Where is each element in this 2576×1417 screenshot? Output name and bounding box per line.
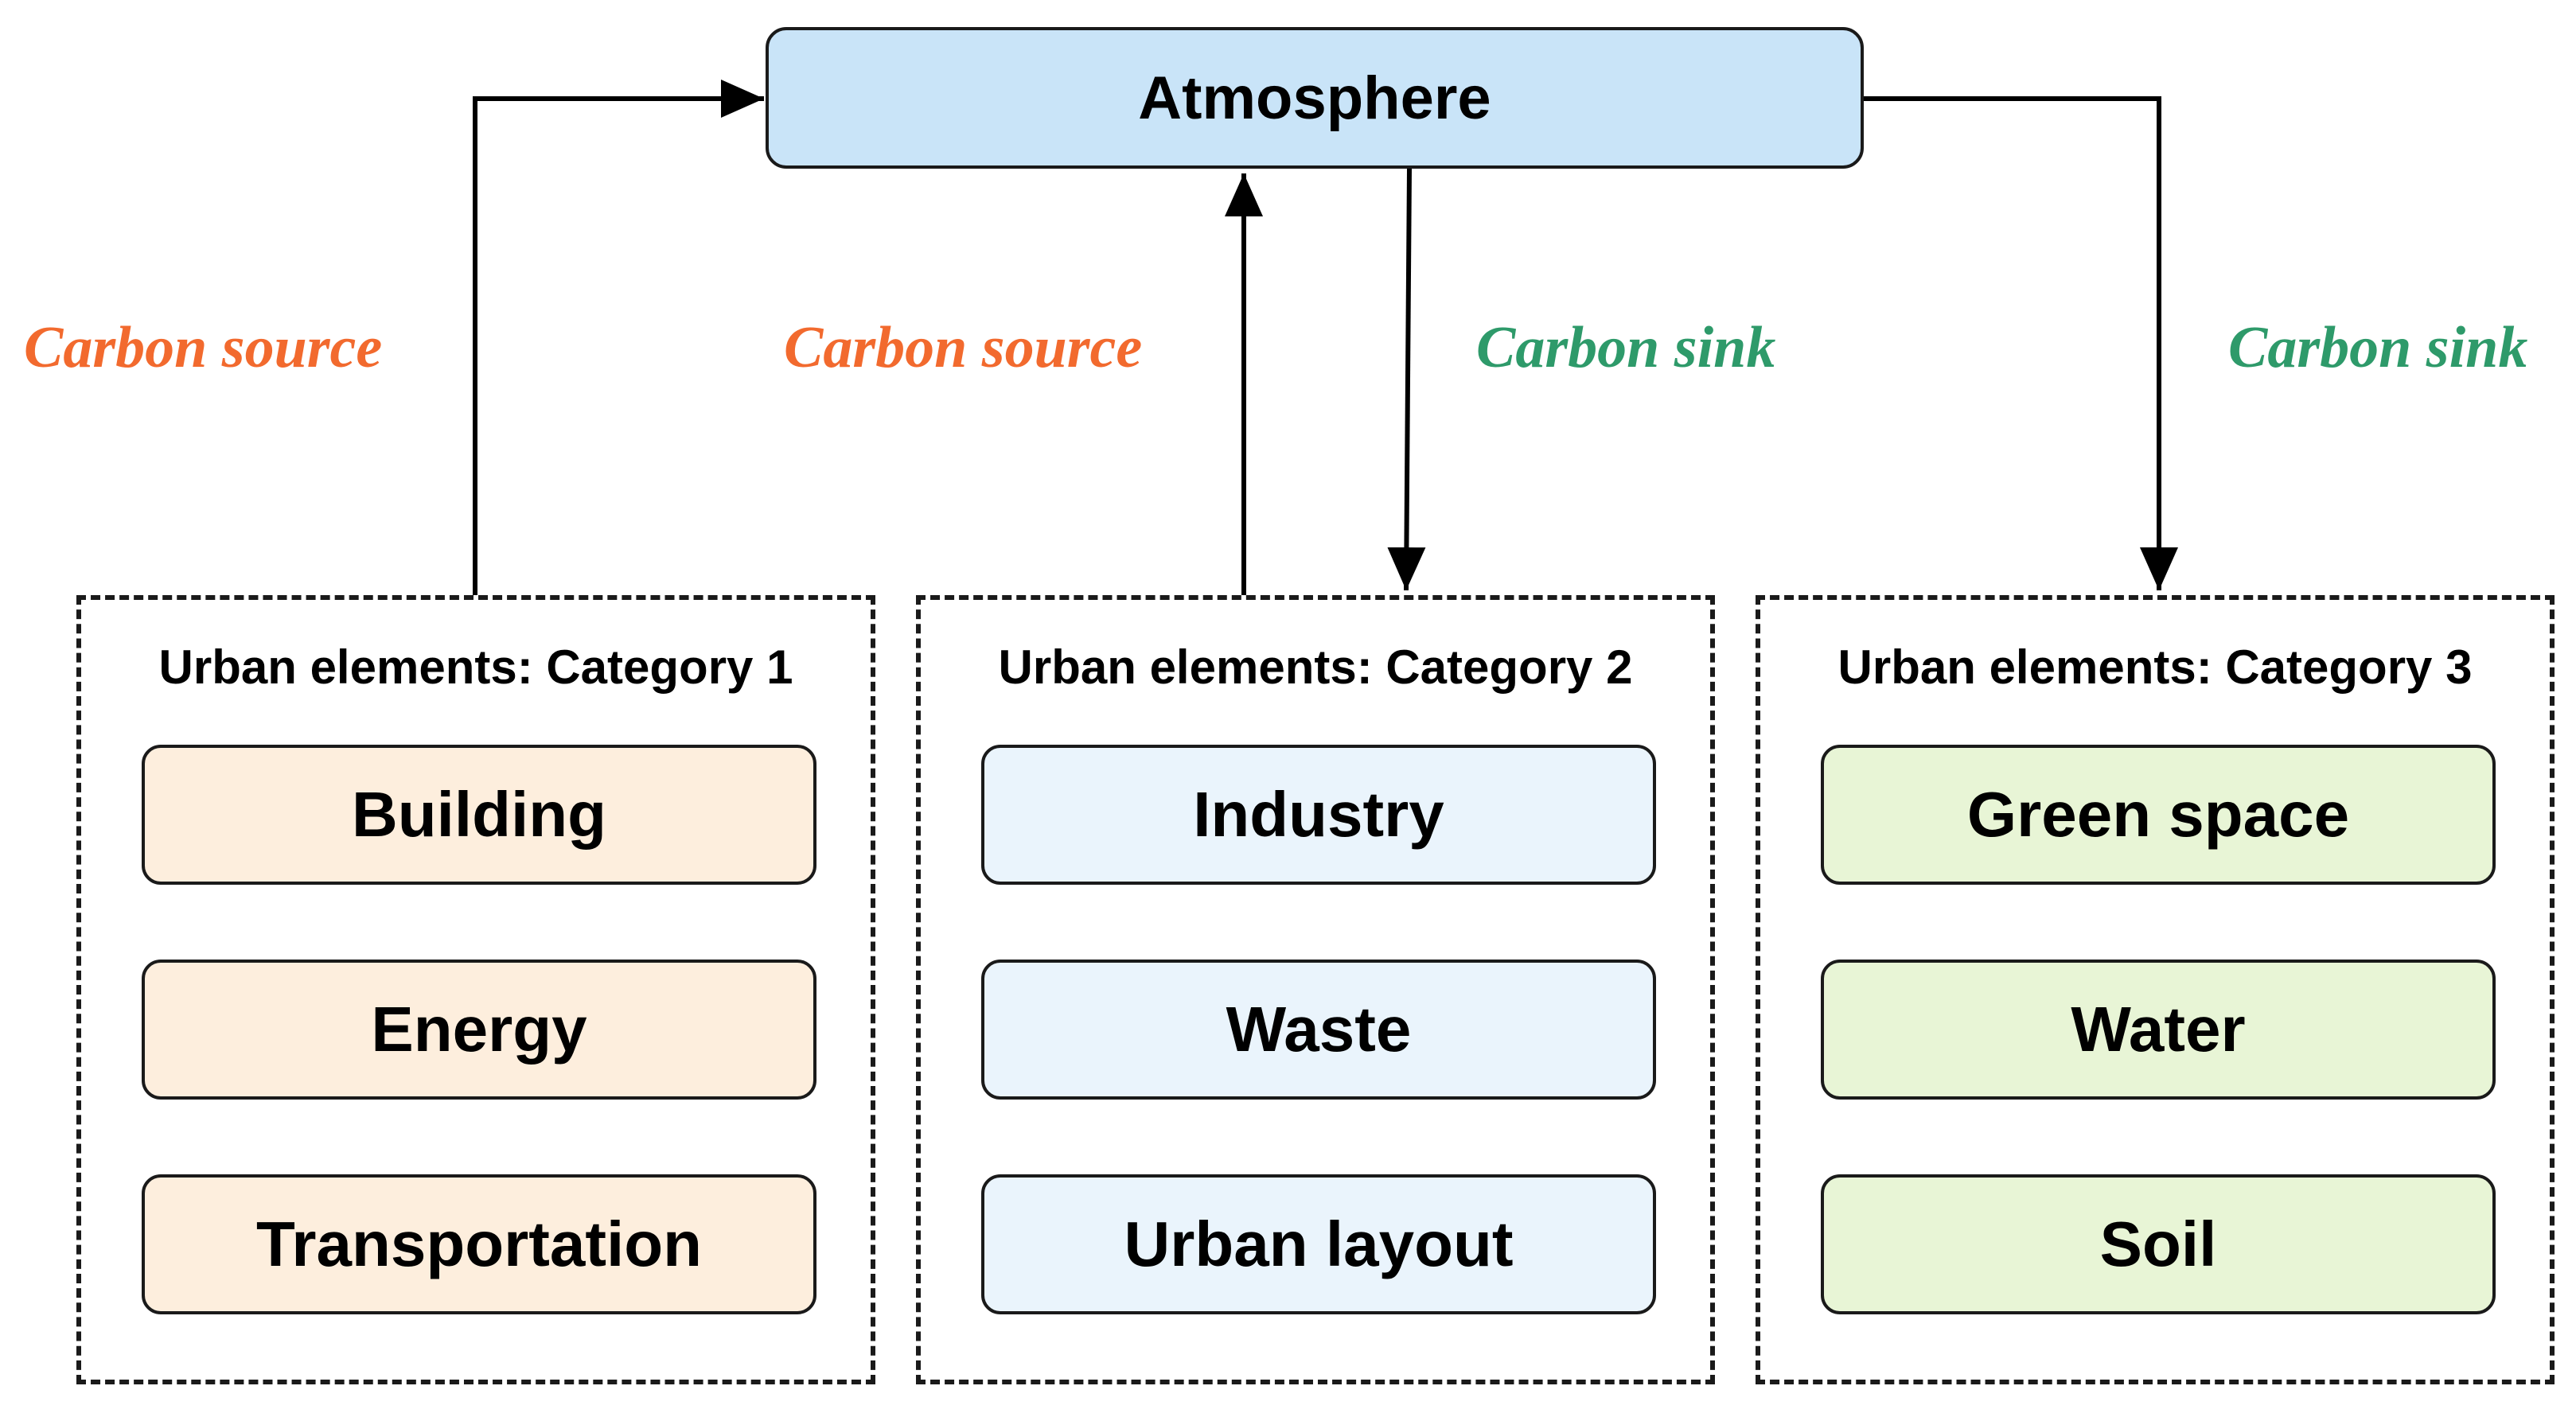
element-water: Water (1821, 960, 2496, 1100)
atmosphere-node: Atmosphere (766, 27, 1864, 169)
flow-label-category1: Carbon source (24, 315, 383, 380)
category-2-box: Urban elements: Category 2 Industry Wast… (916, 595, 1715, 1384)
category-title: Urban elements: Category 2 (998, 640, 1633, 694)
element-waste: Waste (981, 960, 1656, 1100)
arrow-atmosphere-to-category3 (1864, 96, 2178, 590)
arrow-atmosphere-to-category2 (1387, 168, 1426, 591)
element-green-space: Green space (1821, 745, 2496, 885)
element-energy: Energy (142, 960, 816, 1100)
flow-label-category2-sink: Carbon sink (1476, 315, 1776, 380)
element-transportation: Transportation (142, 1174, 816, 1314)
category-1-box: Urban elements: Category 1 Building Ener… (76, 595, 875, 1384)
flow-label-category2-source: Carbon source (784, 315, 1143, 380)
arrow-category1-to-atmosphere (473, 80, 764, 595)
category-title: Urban elements: Category 1 (158, 640, 793, 694)
flow-label-category3: Carbon sink (2228, 315, 2528, 380)
category-3-box: Urban elements: Category 3 Green space W… (1756, 595, 2555, 1384)
element-urban-layout: Urban layout (981, 1174, 1656, 1314)
element-soil: Soil (1821, 1174, 2496, 1314)
element-industry: Industry (981, 745, 1656, 885)
element-building: Building (142, 745, 816, 885)
category-title: Urban elements: Category 3 (1837, 640, 2473, 694)
